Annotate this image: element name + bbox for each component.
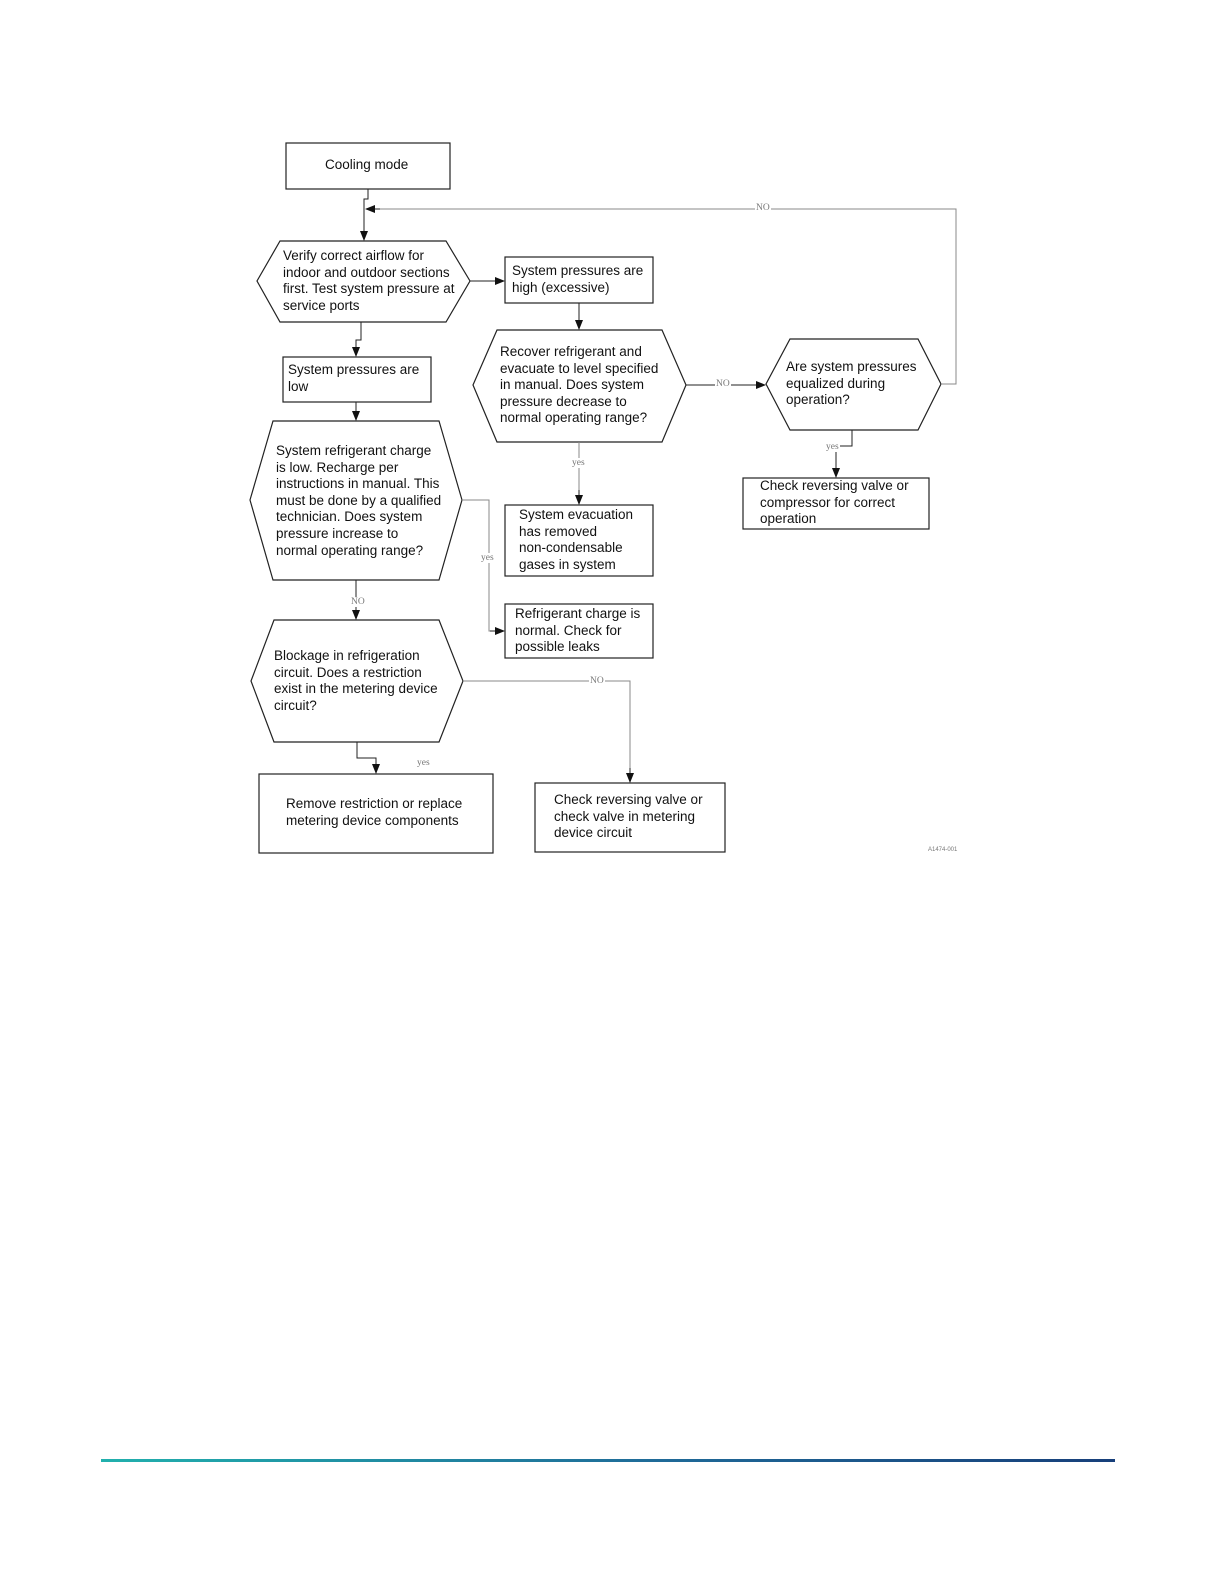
node-recover-refrigerant: Recover refrigerant and evacuate to leve…: [500, 344, 659, 426]
edge-label-blockage-no: NO: [589, 676, 605, 686]
node-recover-refrigerant-box: [472, 329, 687, 443]
edge-label-charge-yes: yes: [480, 553, 495, 563]
node-pressures-equalized-box: [765, 338, 942, 431]
node-verify-airflow: Verify correct airflow for indoor and ou…: [283, 248, 455, 313]
node-pressures-low: System pressures are low: [288, 362, 420, 394]
edge-blockage-to-remove: [356, 742, 380, 774]
edge-equalized-loop-back: [380, 208, 957, 385]
node-charge-low-box: [249, 420, 463, 581]
edge-label-charge-no: NO: [350, 597, 366, 607]
node-evacuation-removed: System evacuation has removed non-conden…: [519, 507, 634, 572]
node-check-check-valve: Check reversing valve or check valve in …: [554, 792, 703, 841]
node-charge-normal: Refrigerant charge is normal. Check for …: [515, 606, 641, 655]
edge-label-equalized-no: NO: [755, 203, 771, 213]
node-pressures-low-box: [282, 356, 432, 403]
node-cooling-mode: Cooling mode: [325, 157, 409, 172]
edge-label-blockage-yes: yes: [416, 758, 431, 768]
node-verify-airflow-box: [256, 240, 471, 323]
node-remove-restriction: Remove restriction or replace metering d…: [286, 796, 463, 828]
figure-id: A1474-001: [928, 847, 958, 853]
node-blockage: Blockage in refrigeration circuit. Does …: [274, 648, 438, 713]
node-check-check-valve-box: [534, 782, 726, 853]
node-pressures-equalized: Are system pressures equalized during op…: [786, 359, 917, 408]
edge-label-recover-yes: yes: [571, 458, 586, 468]
node-evacuation-removed-box: [504, 504, 654, 577]
node-blockage-box: [250, 619, 464, 743]
edge-blockage-no: [463, 680, 631, 770]
node-charge-low: System refrigerant charge is low. Rechar…: [276, 443, 442, 558]
footer-rule: [101, 1459, 1115, 1462]
edge-cooling-to-verify: [360, 189, 369, 241]
node-remove-restriction-box: [258, 773, 494, 854]
node-pressures-high: System pressures are high (excessive): [512, 263, 644, 295]
edge-charge-yes: [462, 499, 492, 632]
node-check-compressor-box: [742, 477, 930, 530]
node-check-compressor: Check reversing valve or compressor for …: [760, 478, 909, 527]
edge-equalized-to-compressor: [832, 430, 853, 478]
node-charge-normal-box: [504, 603, 654, 659]
edge-verify-to-low: [352, 322, 362, 357]
edge-label-recover-no: NO: [715, 379, 731, 389]
edge-label-equalized-yes: yes: [825, 442, 840, 452]
